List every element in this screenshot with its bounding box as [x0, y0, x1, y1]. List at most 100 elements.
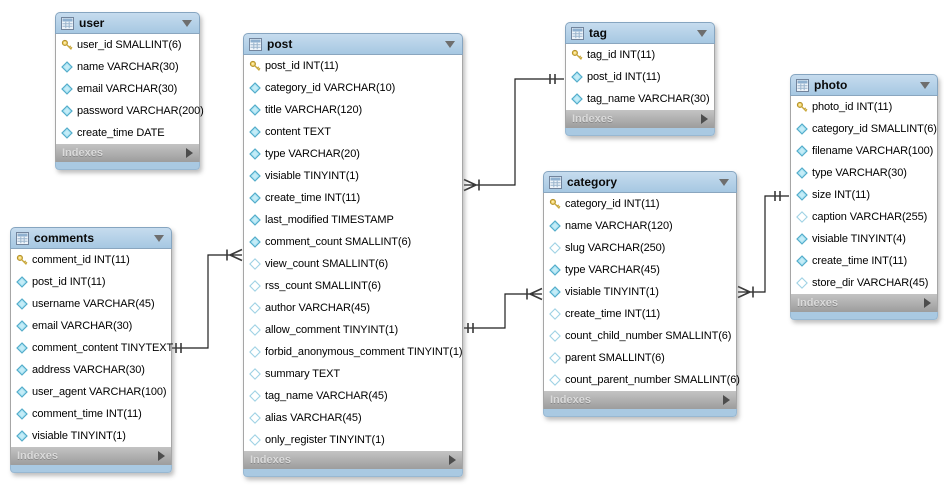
column-row[interactable]: count_child_number SMALLINT(6) [544, 325, 736, 347]
column-row[interactable]: tag_name VARCHAR(30) [566, 88, 714, 110]
column-row[interactable]: size INT(11) [791, 184, 937, 206]
table-title: comments [34, 231, 95, 245]
collapse-arrow-icon[interactable] [154, 234, 164, 242]
column-label: tag_name VARCHAR(45) [265, 390, 388, 402]
column-row[interactable]: comment_count SMALLINT(6) [244, 231, 462, 253]
column-row[interactable]: visiable TINYINT(1) [11, 425, 171, 447]
column-row[interactable]: post_id INT(11) [566, 66, 714, 88]
collapse-arrow-icon[interactable] [445, 40, 455, 48]
column-row[interactable]: type VARCHAR(45) [544, 259, 736, 281]
column-row[interactable]: only_register TINYINT(1) [244, 429, 462, 451]
column-row[interactable]: view_count SMALLINT(6) [244, 253, 462, 275]
collapse-arrow-icon[interactable] [182, 19, 192, 27]
collapse-arrow-icon[interactable] [719, 178, 729, 186]
column-row[interactable]: comment_time INT(11) [11, 403, 171, 425]
column-row[interactable]: content TEXT [244, 121, 462, 143]
column-row[interactable]: user_agent VARCHAR(100) [11, 381, 171, 403]
table-header[interactable]: post [243, 33, 463, 55]
diamond-filled-icon [16, 408, 28, 420]
diamond-open-icon [249, 258, 261, 270]
column-row[interactable]: address VARCHAR(30) [11, 359, 171, 381]
column-row[interactable]: photo_id INT(11) [791, 96, 937, 118]
indexes-bar[interactable]: Indexes [790, 294, 938, 312]
column-row[interactable]: user_id SMALLINT(6) [56, 34, 199, 56]
relationship-comments-post[interactable] [171, 248, 243, 354]
table-icon [796, 78, 809, 92]
column-row[interactable]: count_parent_number SMALLINT(6) [544, 369, 740, 391]
column-row[interactable]: slug VARCHAR(250) [544, 237, 736, 259]
collapse-arrow-icon[interactable] [697, 29, 707, 37]
expand-arrow-icon[interactable] [924, 298, 931, 308]
relationship-post-tag[interactable] [463, 74, 564, 192]
table-icon [549, 175, 562, 189]
column-row[interactable]: name VARCHAR(30) [56, 56, 199, 78]
table-header[interactable]: user [55, 12, 200, 34]
column-label: create_time INT(11) [812, 255, 908, 267]
relationship-post-category[interactable] [464, 287, 543, 334]
indexes-bar[interactable]: Indexes [243, 451, 463, 469]
column-row[interactable]: visiable TINYINT(1) [244, 165, 462, 187]
column-row[interactable]: store_dir VARCHAR(45) [791, 272, 937, 294]
indexes-bar[interactable]: Indexes [565, 110, 715, 128]
column-row[interactable]: tag_name VARCHAR(45) [244, 385, 462, 407]
column-row[interactable]: visiable TINYINT(1) [544, 281, 736, 303]
column-row[interactable]: allow_comment TINYINT(1) [244, 319, 462, 341]
indexes-bar[interactable]: Indexes [10, 447, 172, 465]
column-row[interactable]: email VARCHAR(30) [11, 315, 171, 337]
column-row[interactable]: caption VARCHAR(255) [791, 206, 937, 228]
expand-arrow-icon[interactable] [158, 451, 165, 461]
column-row[interactable]: create_time INT(11) [544, 303, 736, 325]
column-row[interactable]: password VARCHAR(200) [56, 100, 204, 122]
column-row[interactable]: create_time INT(11) [791, 250, 937, 272]
expand-arrow-icon[interactable] [723, 395, 730, 405]
indexes-bar[interactable]: Indexes [543, 391, 737, 409]
table-comments[interactable]: comments comment_id INT(11)post_id INT(11… [10, 227, 173, 473]
table-header[interactable]: comments [10, 227, 172, 249]
table-bottom-strip [543, 409, 737, 417]
column-row[interactable]: comment_content TINYTEXT [11, 337, 173, 359]
expand-arrow-icon[interactable] [701, 114, 708, 124]
column-row[interactable]: tag_id INT(11) [566, 44, 714, 66]
column-row[interactable]: name VARCHAR(120) [544, 215, 736, 237]
expand-arrow-icon[interactable] [186, 148, 193, 158]
diamond-open-icon [549, 330, 561, 342]
column-row[interactable]: forbid_anonymous_comment TINYINT(1) [244, 341, 463, 363]
table-header[interactable]: tag [565, 22, 715, 44]
column-row[interactable]: alias VARCHAR(45) [244, 407, 462, 429]
table-header[interactable]: photo [790, 74, 938, 96]
column-row[interactable]: summary TEXT [244, 363, 462, 385]
column-row[interactable]: email VARCHAR(30) [56, 78, 199, 100]
expand-arrow-icon[interactable] [449, 455, 456, 465]
column-row[interactable]: filename VARCHAR(100) [791, 140, 937, 162]
table-header[interactable]: category [543, 171, 737, 193]
column-label: view_count SMALLINT(6) [265, 258, 389, 270]
indexes-bar[interactable]: Indexes [55, 144, 200, 162]
column-row[interactable]: post_id INT(11) [11, 271, 171, 293]
column-row[interactable]: type VARCHAR(20) [244, 143, 462, 165]
column-row[interactable]: comment_id INT(11) [11, 249, 171, 271]
column-row[interactable]: create_time INT(11) [244, 187, 462, 209]
column-row[interactable]: category_id INT(11) [544, 193, 736, 215]
column-row[interactable]: category_id VARCHAR(10) [244, 77, 462, 99]
key-icon [16, 254, 28, 266]
column-row[interactable]: visiable TINYINT(4) [791, 228, 937, 250]
column-row[interactable]: last_modified TIMESTAMP [244, 209, 462, 231]
column-row[interactable]: create_time DATE [56, 122, 199, 144]
column-row[interactable]: rss_count SMALLINT(6) [244, 275, 462, 297]
relationship-category-photo[interactable] [737, 191, 789, 299]
column-row[interactable]: parent SMALLINT(6) [544, 347, 736, 369]
collapse-arrow-icon[interactable] [920, 81, 930, 89]
column-row[interactable]: post_id INT(11) [244, 55, 462, 77]
column-row[interactable]: category_id SMALLINT(6) [791, 118, 937, 140]
column-row[interactable]: author VARCHAR(45) [244, 297, 462, 319]
column-label: count_child_number SMALLINT(6) [565, 330, 732, 342]
column-row[interactable]: username VARCHAR(45) [11, 293, 171, 315]
column-row[interactable]: type VARCHAR(30) [791, 162, 937, 184]
column-row[interactable]: title VARCHAR(120) [244, 99, 462, 121]
